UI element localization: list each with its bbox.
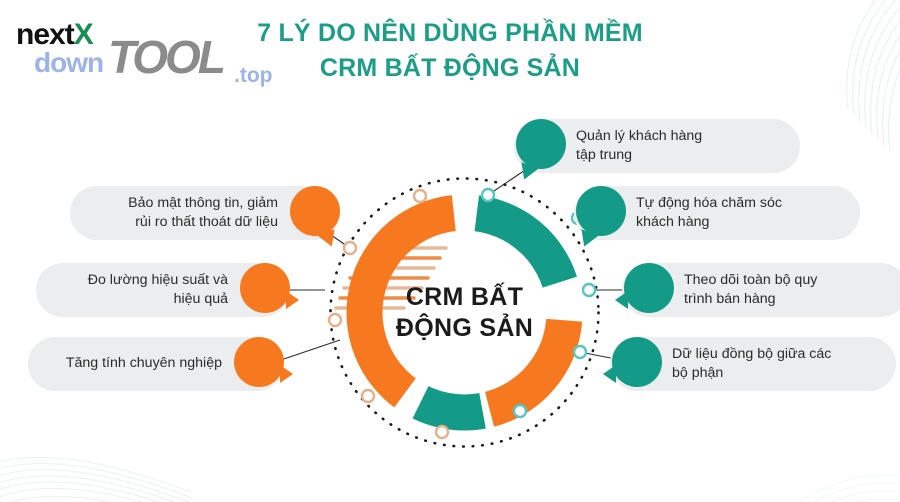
logo-text-down: down: [34, 47, 104, 78]
donut-segment-2: [464, 312, 600, 442]
ring-node-03[interactable]: [581, 282, 597, 298]
badge-05[interactable]: 05: [290, 186, 340, 236]
callout-item-03[interactable]: Theo dõi toàn bộ quy trình bán hàng: [622, 263, 900, 317]
donut-chart: CRM BẤT ĐỘNG SẢN: [322, 170, 607, 455]
page-title-line1: 7 LÝ DO NÊN DÙNG PHẦN MỀM: [257, 19, 643, 47]
decorative-wave-bottom-right: [798, 474, 900, 502]
badge-number-01: 01: [533, 136, 549, 152]
ring-node-04[interactable]: [572, 344, 588, 360]
badge-number-05: 05: [307, 203, 323, 219]
callout-text-06: Đo lường hiệu suất và hiệu quả: [87, 271, 228, 307]
ring-node-08[interactable]: [327, 312, 343, 328]
logo-text-top: .top: [234, 64, 273, 87]
callout-text-02: Tự động hóa chăm sóc khách hàng: [636, 194, 782, 230]
page-title-line2: CRM BẤT ĐỘNG SẢN: [319, 53, 581, 82]
badge-number-07: 07: [251, 354, 267, 370]
donut-center-line1: CRM BẤT: [405, 283, 524, 311]
callout-item-01[interactable]: Quản lý khách hàng tập trung: [514, 119, 800, 173]
ring-node-05[interactable]: [512, 403, 528, 419]
donut-segments: [331, 178, 600, 449]
badge-number-03: 03: [641, 280, 657, 296]
donut-svg: [327, 177, 600, 449]
donut-center-label: CRM BẤT ĐỘNG SẢN: [322, 170, 607, 455]
callout-text-05: Bảo mật thông tin, giảm rủi ro thất thoá…: [128, 194, 278, 230]
donut-segment-3: [404, 312, 489, 449]
callout-text-03: Theo dõi toàn bộ quy trình bán hàng: [684, 271, 818, 307]
decorative-wave-bottom-left: [0, 456, 193, 502]
badge-02[interactable]: 02: [576, 186, 626, 236]
badge-number-04: 04: [629, 354, 645, 370]
callout-item-02[interactable]: Tự động hóa chăm sóc khách hàng: [574, 186, 860, 240]
donut-segment-4: [331, 178, 465, 420]
badge-07[interactable]: 07: [234, 337, 293, 387]
badge-06[interactable]: 06: [240, 263, 299, 313]
ring-node-01[interactable]: [480, 187, 496, 203]
ring-node-07[interactable]: [360, 388, 376, 404]
page-title: 7 LÝ DO NÊN DÙNG PHẦN MỀM CRM BẤT ĐỘNG S…: [220, 16, 680, 85]
badge-number-02: 02: [593, 203, 609, 219]
ring-node-09[interactable]: [342, 240, 358, 256]
badge-03[interactable]: 03: [615, 263, 674, 313]
ring-node-10[interactable]: [412, 188, 428, 204]
donut-segment-1: [464, 178, 598, 313]
callout-text-07: Tăng tính chuyên nghiệp: [65, 355, 222, 372]
logo-text-next: nextX: [16, 18, 94, 51]
logo-nextxtool[interactable]: nextX down TOOL .top: [16, 18, 286, 88]
callout-text-04: Dữ liệu đồng bộ giữa các bộ phận: [672, 345, 832, 381]
donut-center-line2: ĐỘNG SẢN: [395, 313, 534, 342]
header: nextX down TOOL .top 7 LÝ DO NÊN DÙNG PH…: [0, 0, 900, 100]
logo-text-x: X: [73, 18, 94, 51]
badge-01[interactable]: 01: [516, 119, 566, 169]
badge-04[interactable]: 04: [603, 337, 662, 387]
callout-text-01: Quản lý khách hàng tập trung: [576, 127, 703, 163]
ring-node-06[interactable]: [434, 424, 450, 440]
badge-number-06: 06: [257, 280, 273, 296]
logo-text-tool: TOOL: [108, 31, 226, 83]
